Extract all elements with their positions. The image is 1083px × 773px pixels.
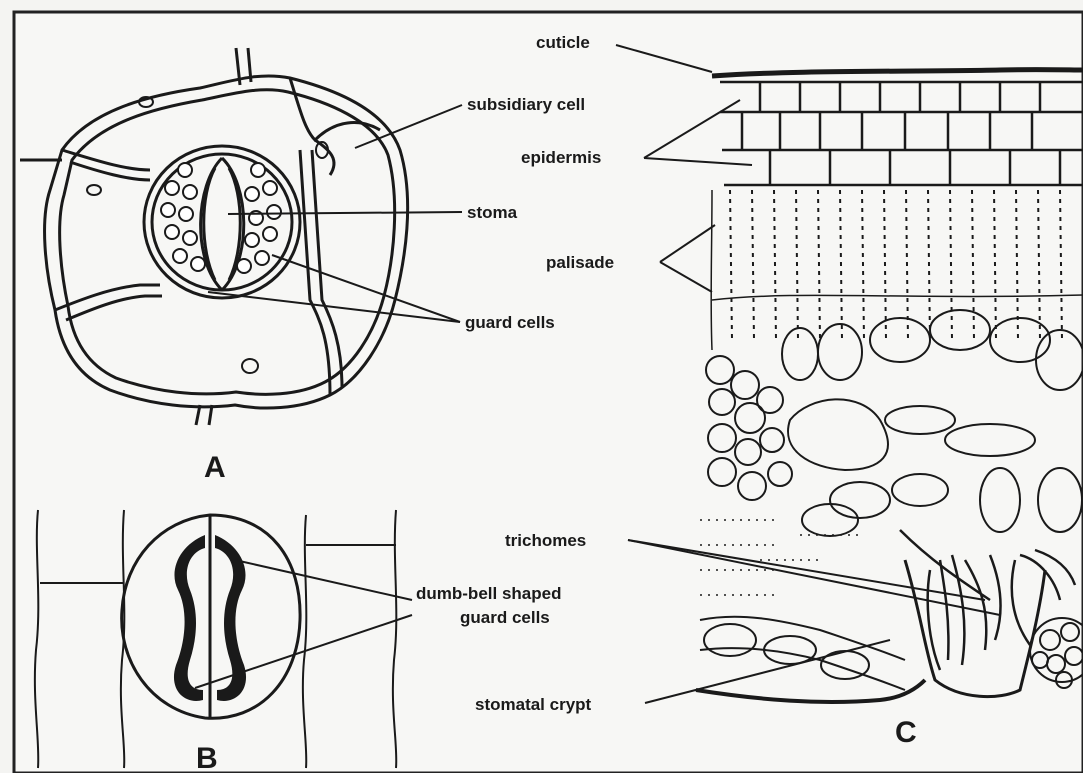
label-epidermis: epidermis xyxy=(521,148,601,167)
label-stoma: stoma xyxy=(467,203,518,222)
label-subsidiary-cell: subsidiary cell xyxy=(467,95,585,114)
label-palisade: palisade xyxy=(546,253,614,272)
panel-label-b: B xyxy=(196,742,218,773)
label-dumbbell-line2: guard cells xyxy=(460,608,550,627)
label-guard-cells: guard cells xyxy=(465,313,555,332)
panel-label-c: C xyxy=(895,716,917,749)
label-trichomes: trichomes xyxy=(505,531,586,550)
label-cuticle: cuticle xyxy=(536,33,590,52)
panel-label-a: A xyxy=(204,451,226,484)
label-dumbbell-line1: dumb-bell shaped xyxy=(416,584,561,603)
label-stomatal-crypt: stomatal crypt xyxy=(475,695,592,714)
